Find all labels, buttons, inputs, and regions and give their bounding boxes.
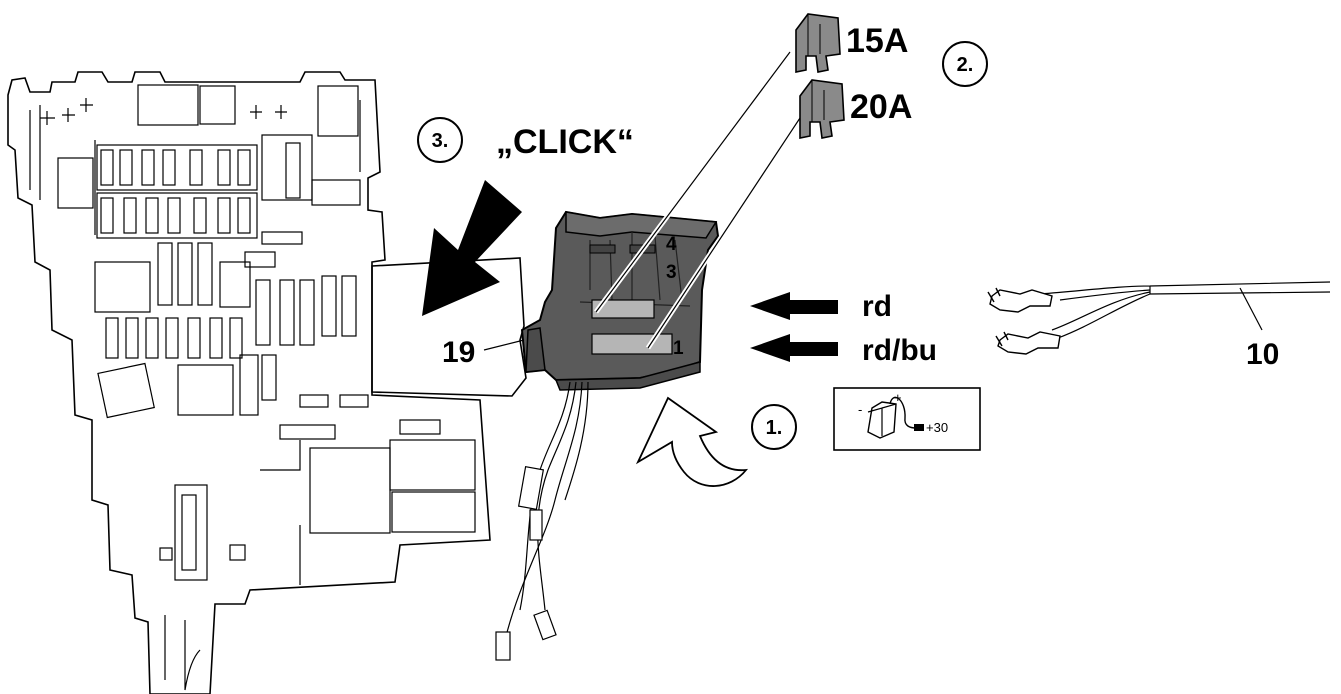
wire-arrow-rdbu-icon xyxy=(750,334,838,362)
callout-19: 19 xyxy=(442,336,475,369)
step-2-badge: 2. xyxy=(942,41,988,87)
terminal-30-label: +30 xyxy=(926,420,948,435)
step-1-badge: 1. xyxy=(751,404,797,450)
step-1-label: 1. xyxy=(766,417,783,439)
fuse-rating-20a: 20A xyxy=(850,88,912,126)
fuse-slot-15a xyxy=(591,299,655,319)
slot-number-1: 1 xyxy=(673,338,684,359)
click-text: „CLICK“ xyxy=(496,123,634,161)
fuse-slot-20a xyxy=(591,333,673,355)
wire-label-rd: rd xyxy=(862,290,892,323)
push-arrow-icon xyxy=(422,180,522,316)
rotate-arrow-icon xyxy=(635,396,749,487)
fuse-box xyxy=(7,71,491,694)
slot-number-4: 4 xyxy=(666,234,677,255)
battery-terminal-box: - + +30 xyxy=(833,387,981,451)
fuse-15a-icon xyxy=(795,13,841,73)
fuse-rating-15a: 15A xyxy=(846,22,908,60)
mounting-bracket xyxy=(371,257,527,397)
battery-icon xyxy=(867,396,924,439)
leader-line-19 xyxy=(483,339,525,351)
wire-label-rdbu: rd/bu xyxy=(862,334,937,367)
slot-number-3: 3 xyxy=(666,262,677,283)
callout-10: 10 xyxy=(1246,338,1279,371)
fuse-holder: 4 3 1 xyxy=(520,210,720,391)
fuse-20a-icon xyxy=(799,79,845,139)
step-3-label: 3. xyxy=(432,130,449,152)
step-2-label: 2. xyxy=(957,54,974,76)
step-3-badge: 3. xyxy=(417,117,463,163)
battery-plus: + xyxy=(894,390,902,405)
battery-minus: - xyxy=(858,402,862,417)
holder-wire-harness xyxy=(495,381,589,661)
wire-arrow-rd-icon xyxy=(750,292,838,320)
cable-10 xyxy=(987,281,1331,355)
